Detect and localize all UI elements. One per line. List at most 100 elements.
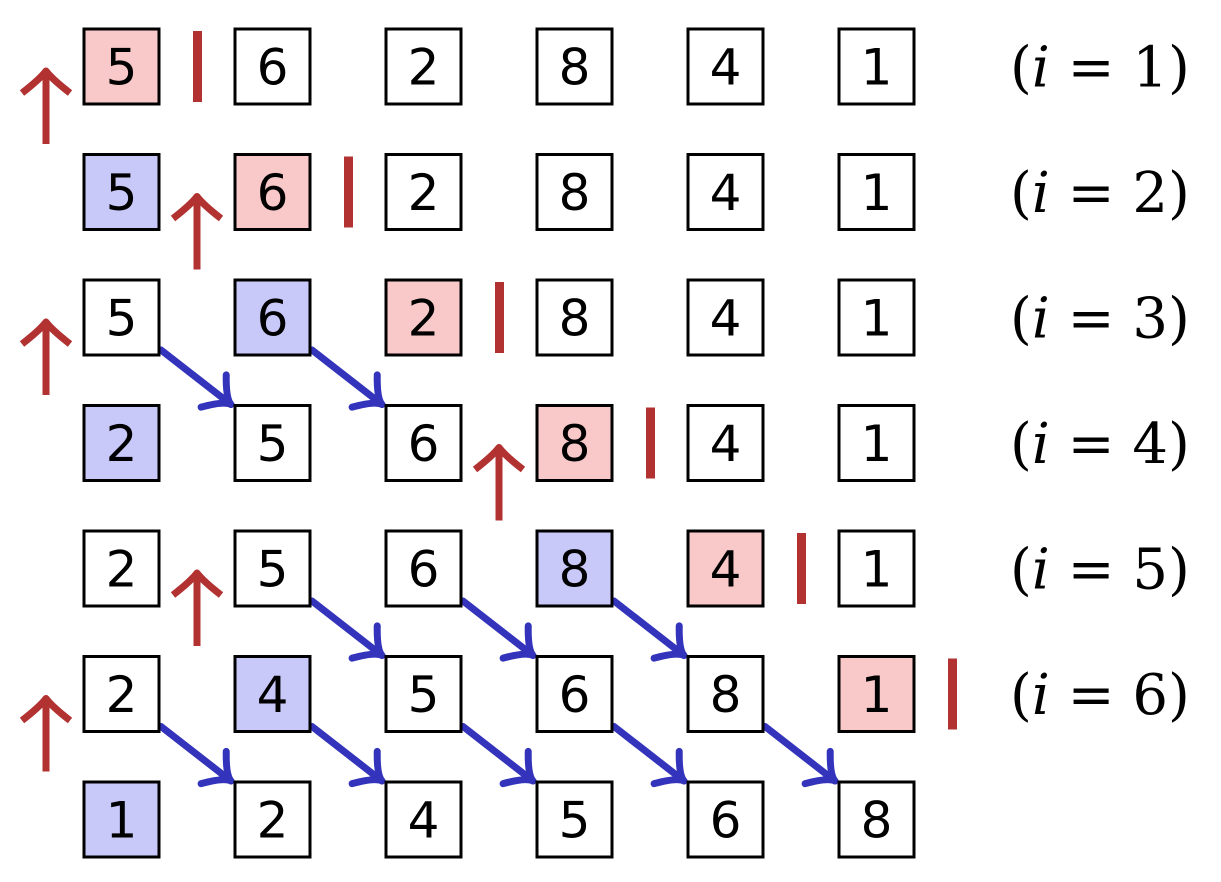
array-cell-insert-target: 8	[535, 529, 614, 608]
cell-value: 5	[408, 666, 440, 724]
array-cell-plain: 8	[686, 655, 765, 733]
array-cell-key: 4	[686, 529, 765, 608]
array-row-7: 1 2 4 5 6 8	[82, 780, 916, 859]
shift-right-arrow	[610, 723, 688, 788]
iteration-label-var: i	[1032, 161, 1050, 226]
array-cell-plain: 2	[82, 655, 161, 733]
iteration-label-open: (	[1010, 412, 1032, 477]
iteration-label-num: 2	[1132, 161, 1168, 226]
array-cell-key: 2	[384, 278, 463, 357]
iteration-label-num: 6	[1132, 663, 1168, 728]
shift-right-arrow	[157, 346, 235, 411]
cell-value: 2	[106, 541, 138, 599]
iteration-label-var: i	[1032, 538, 1050, 603]
cell-value: 2	[408, 290, 440, 348]
cell-value: 6	[257, 290, 289, 348]
cell-value: 8	[559, 164, 591, 222]
iteration-label-var: i	[1032, 287, 1050, 352]
cell-value: 5	[106, 290, 138, 348]
cell-value: 6	[710, 792, 742, 850]
array-cell-plain: 2	[233, 780, 312, 859]
array-cell-plain: 8	[837, 780, 916, 859]
insertion-point-arrow	[472, 444, 526, 521]
cell-value: 1	[861, 666, 893, 724]
cell-box	[384, 404, 463, 482]
cell-box	[837, 27, 916, 106]
sorted-boundary-bar	[948, 658, 957, 730]
array-cell-plain: 4	[384, 780, 463, 859]
cell-box	[535, 780, 614, 859]
cell-box	[535, 153, 614, 231]
cell-box	[535, 655, 614, 733]
array-cell-plain: 5	[82, 278, 161, 357]
array-cell-key: 5	[82, 27, 161, 106]
cell-box	[535, 278, 614, 357]
array-cell-insert-target: 2	[82, 404, 161, 482]
iteration-label-open: (	[1010, 36, 1032, 101]
iteration-label-eq: =	[1050, 161, 1133, 226]
cell-box	[82, 404, 161, 482]
cell-box	[837, 529, 916, 608]
shift-right-arrow	[459, 597, 537, 662]
iteration-labels: (i = 1)(i = 2)(i = 3)(i = 4)(i = 5)(i = …	[1010, 36, 1190, 729]
array-cell-insert-target: 4	[233, 655, 312, 733]
iteration-label-close: )	[1168, 36, 1190, 101]
array-cell-plain: 1	[837, 404, 916, 482]
shift-right-arrow	[761, 723, 839, 788]
shift-arrows	[157, 346, 839, 788]
cell-value: 8	[559, 290, 591, 348]
cell-box	[233, 780, 312, 859]
cell-value: 1	[861, 39, 893, 97]
sorted-boundary-bar	[495, 282, 504, 353]
insert-arrows	[19, 67, 526, 772]
cell-box	[837, 655, 916, 733]
cell-value: 2	[257, 792, 289, 850]
cell-value: 1	[106, 792, 138, 850]
array-cell-plain: 5	[233, 529, 312, 608]
cell-value: 6	[408, 415, 440, 473]
insertion-point-arrow	[19, 67, 73, 144]
cell-box	[233, 404, 312, 482]
cell-value: 8	[710, 666, 742, 724]
array-cell-plain: 1	[837, 153, 916, 231]
cell-box	[686, 153, 765, 231]
array-cell-plain: 1	[837, 529, 916, 608]
sorted-boundary-bar	[646, 407, 655, 479]
iteration-label-eq: =	[1050, 287, 1133, 352]
cell-value: 4	[408, 792, 440, 850]
iteration-label-num: 5	[1132, 538, 1168, 603]
cell-box	[535, 404, 614, 482]
cell-box	[686, 404, 765, 482]
iteration-label: (i = 4)	[1010, 412, 1190, 477]
array-cell-plain: 2	[384, 27, 463, 106]
cell-box	[82, 27, 161, 106]
iteration-label: (i = 3)	[1010, 287, 1190, 352]
array-cell-key: 1	[837, 655, 916, 733]
iteration-label-eq: =	[1050, 412, 1133, 477]
cell-box	[384, 529, 463, 608]
cell-value: 8	[559, 415, 591, 473]
iteration-label-eq: =	[1050, 538, 1133, 603]
cell-box	[686, 278, 765, 357]
iteration-label-close: )	[1168, 538, 1190, 603]
cell-value: 8	[559, 541, 591, 599]
iteration-label-open: (	[1010, 161, 1032, 226]
cell-box	[535, 529, 614, 608]
iteration-label-close: )	[1168, 161, 1190, 226]
cell-box	[82, 153, 161, 231]
cell-value: 1	[861, 541, 893, 599]
shift-right-arrow	[459, 723, 537, 788]
cell-value: 2	[408, 39, 440, 97]
array-cell-plain: 4	[686, 278, 765, 357]
cell-value: 5	[106, 164, 138, 222]
cell-value: 5	[559, 792, 591, 850]
shift-right-arrow	[157, 723, 235, 788]
shift-right-arrow	[308, 723, 386, 788]
cell-value: 2	[106, 415, 138, 473]
cell-value: 8	[559, 39, 591, 97]
cell-box	[686, 655, 765, 733]
array-cell-plain: 5	[233, 404, 312, 482]
